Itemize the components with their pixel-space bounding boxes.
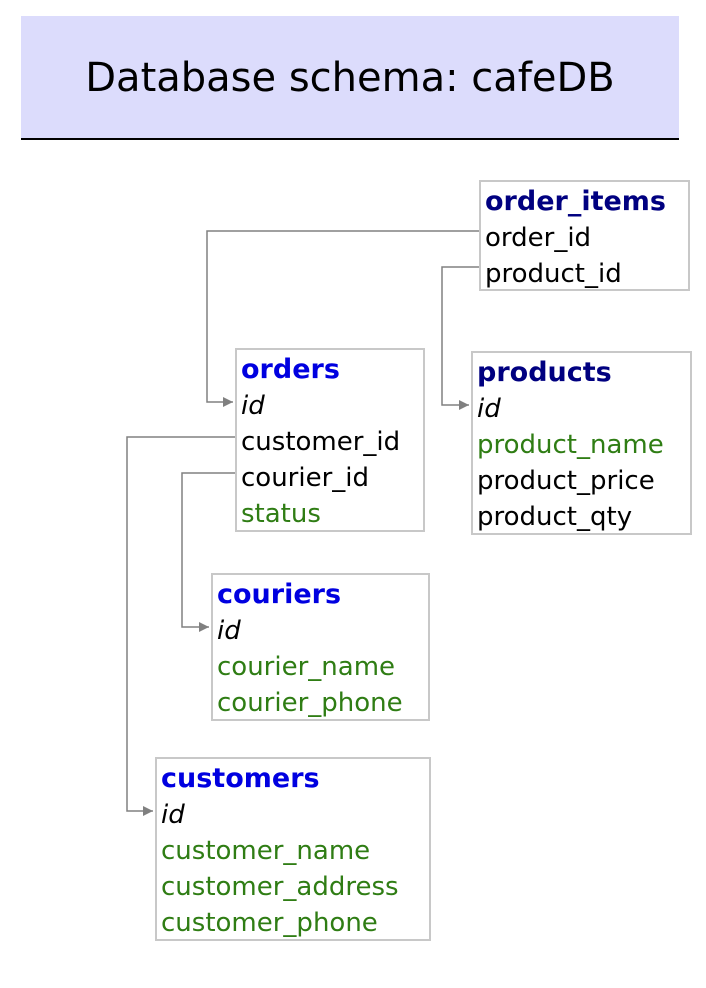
table-name: products <box>477 357 612 388</box>
column-product-name: product_name <box>477 430 664 460</box>
column-product-qty: product_qty <box>477 502 633 532</box>
table-couriers[interactable]: couriers id courier_name courier_phone <box>211 573 430 721</box>
column-courier-name: courier_name <box>217 652 396 682</box>
column-id: id <box>477 394 501 424</box>
column-id: id <box>161 800 185 830</box>
table-products[interactable]: products id product_name product_price p… <box>471 351 692 535</box>
column-customer-id: customer_id <box>241 427 401 457</box>
link-order_items-products <box>441 266 481 410</box>
column-customer-phone: customer_phone <box>161 908 378 938</box>
table-name: orders <box>241 354 340 385</box>
column-courier-phone: courier_phone <box>217 688 403 718</box>
column-courier-id: courier_id <box>241 463 370 493</box>
schema-header: Database schema: cafeDB <box>21 16 679 140</box>
table-orders[interactable]: orders id customer_id courier_id status <box>235 348 425 532</box>
column-product-id: product_id <box>485 259 622 289</box>
link-orders-customers <box>126 436 237 816</box>
table-name: customers <box>161 763 320 794</box>
column-status: status <box>241 499 321 529</box>
column-customer-address: customer_address <box>161 872 399 902</box>
column-product-price: product_price <box>477 466 655 496</box>
column-id: id <box>241 391 265 421</box>
table-customers[interactable]: customers id customer_name customer_addr… <box>155 757 431 941</box>
table-name: couriers <box>217 579 342 610</box>
column-id: id <box>217 616 241 646</box>
link-orders-couriers <box>181 472 237 632</box>
table-name: order_items <box>485 186 666 217</box>
link-order_items-orders <box>206 230 481 407</box>
page-title: Database schema: cafeDB <box>85 55 615 101</box>
column-order-id: order_id <box>485 223 592 253</box>
table-order-items[interactable]: order_items order_id product_id <box>479 180 690 291</box>
column-customer-name: customer_name <box>161 836 371 866</box>
